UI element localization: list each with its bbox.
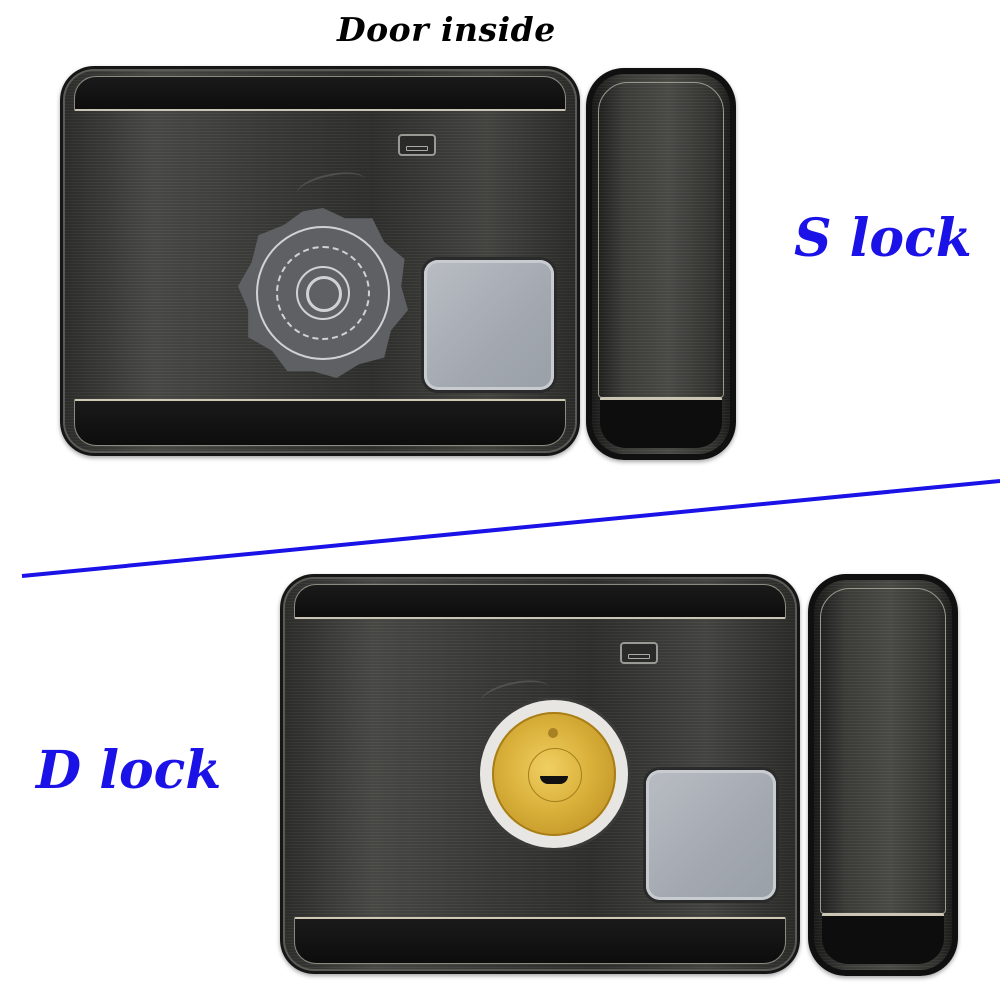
lock-body-top-rim — [294, 584, 786, 619]
cylinder-pin — [548, 728, 558, 738]
knob-center — [306, 276, 342, 312]
keyhole-icon — [540, 776, 568, 784]
brass-cylinder-face — [492, 712, 616, 836]
cylinder-plug — [528, 748, 582, 802]
knob-ring-mid — [276, 246, 370, 340]
d-lock-label: D lock — [36, 740, 222, 801]
rotary-knob[interactable] — [238, 208, 408, 378]
fingerprint-pad[interactable] — [646, 770, 776, 900]
page-title: Door inside — [337, 10, 556, 49]
lock-body — [280, 574, 800, 974]
fingerprint-pad[interactable] — [424, 260, 554, 390]
lock-body-bottom-rim — [74, 399, 566, 446]
strike-plate — [808, 574, 958, 976]
lock-body — [60, 66, 580, 456]
brand-logo-icon — [294, 167, 368, 207]
strike-plate-inner — [598, 82, 724, 398]
lock-body-top-rim — [74, 76, 566, 111]
strike-plate-foot — [600, 397, 722, 448]
key-cylinder[interactable] — [480, 700, 628, 848]
strike-plate-inner — [820, 588, 946, 914]
lock-body-bottom-rim — [294, 917, 786, 964]
release-button[interactable] — [398, 134, 436, 156]
knob-ring-inner — [296, 266, 350, 320]
release-button[interactable] — [620, 642, 658, 664]
strike-plate-foot — [822, 913, 944, 964]
knob-ring-outer — [256, 226, 390, 360]
strike-plate — [586, 68, 736, 460]
s-lock-label: S lock — [794, 208, 972, 269]
